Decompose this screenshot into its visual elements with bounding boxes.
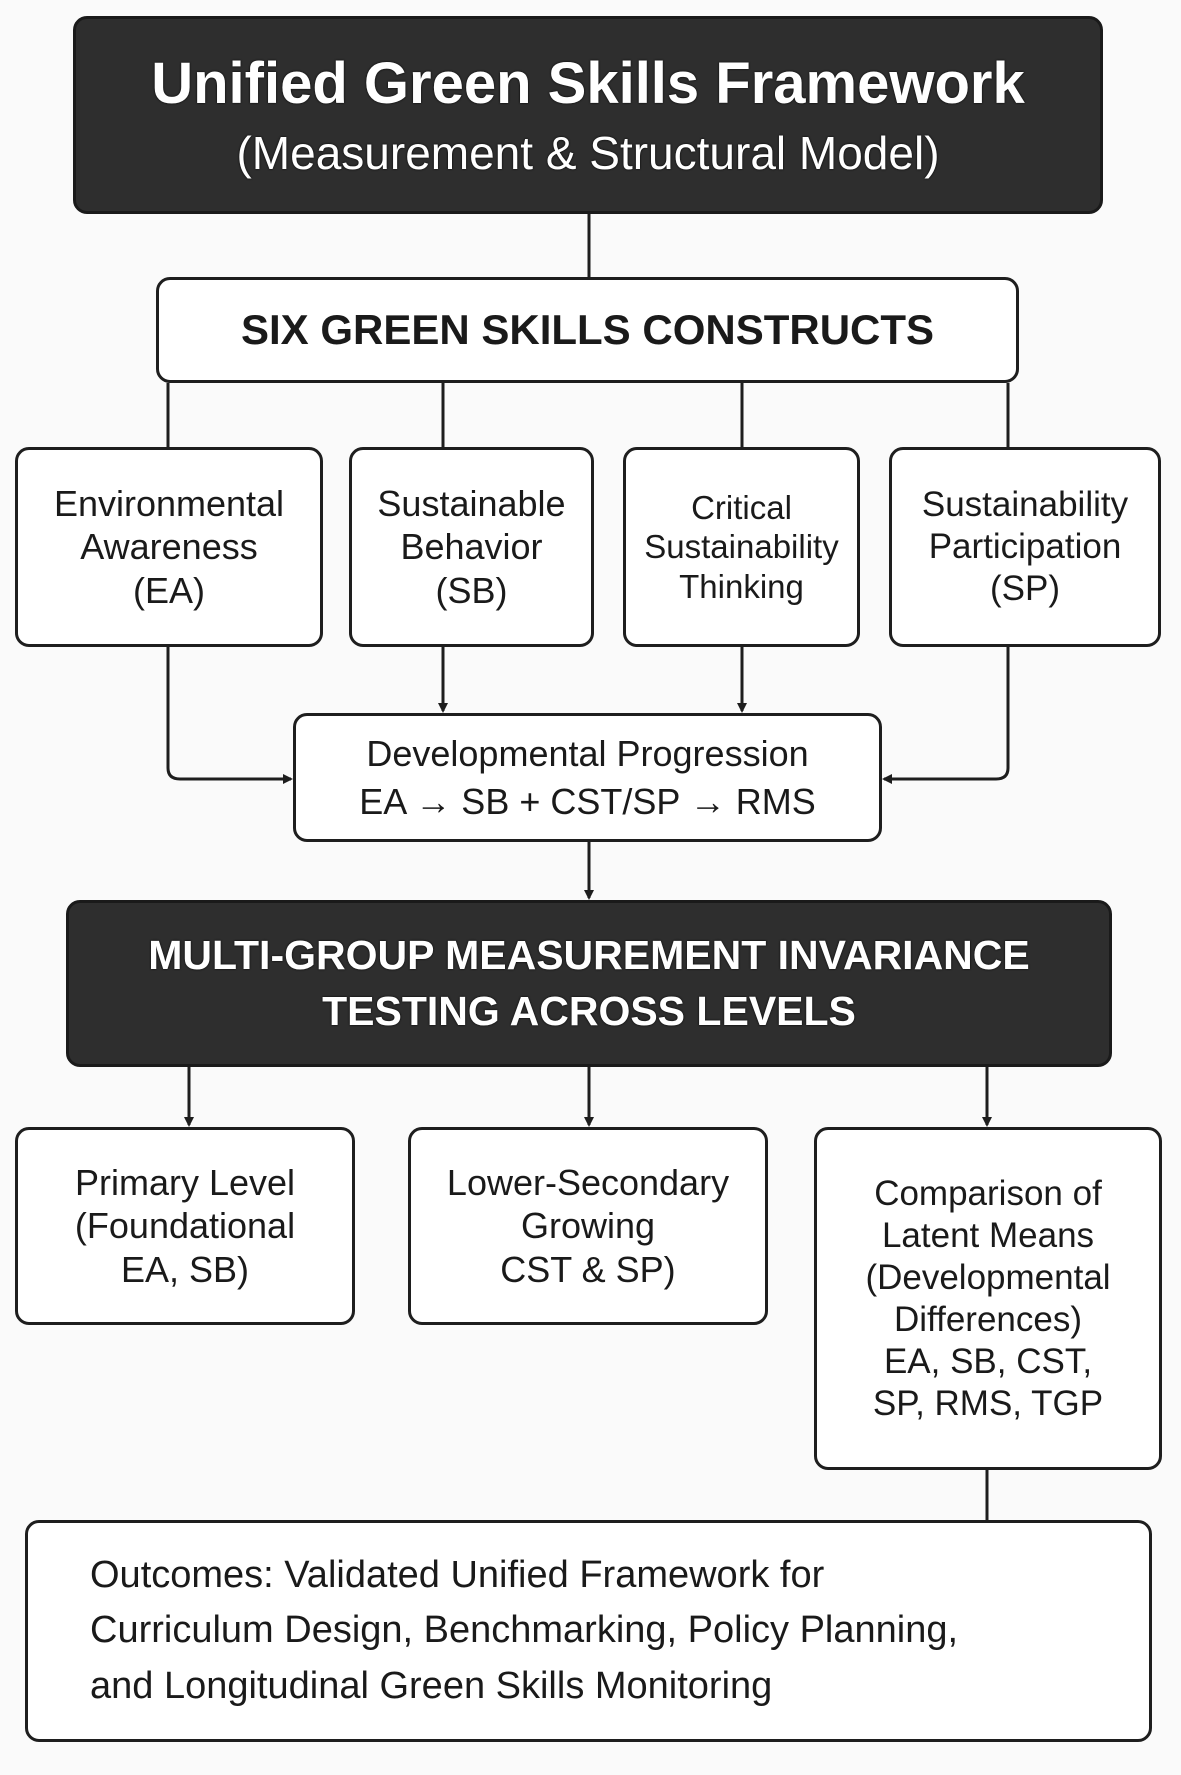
level-line: Comparison of [874, 1173, 1102, 1213]
construct-line: (EA) [133, 569, 205, 611]
outcomes-line: Outcomes: Validated Unified Framework fo… [90, 1554, 825, 1597]
constructs-heading-box: SIX GREEN SKILLS CONSTRUCTS [156, 277, 1019, 383]
lower-secondary-box: Lower-Secondary Growing CST & SP) [408, 1127, 768, 1325]
outcomes-line: Curriculum Design, Benchmarking, Policy … [90, 1609, 959, 1652]
framework-title: Unified Green Skills Framework [151, 50, 1025, 116]
progression-title: Developmental Progression [366, 733, 809, 775]
framework-title-box: Unified Green Skills Framework (Measurem… [73, 16, 1103, 214]
construct-line: Awareness [80, 526, 258, 568]
construct-line: Thinking [679, 567, 804, 605]
construct-sp-box: Sustainability Participation (SP) [889, 447, 1161, 647]
constructs-heading: SIX GREEN SKILLS CONSTRUCTS [240, 305, 935, 353]
construct-line: Sustainability [921, 485, 1129, 524]
construct-ea-box: Environmental Awareness (EA) [15, 447, 323, 647]
outcomes-box: Outcomes: Validated Unified Framework fo… [25, 1520, 1152, 1742]
construct-line: (SP) [990, 569, 1060, 608]
arrow-sp-to-progression [882, 647, 1010, 784]
invariance-testing-box: MULTI-GROUP MEASUREMENT INVARIANCE TESTI… [66, 900, 1112, 1067]
construct-line: Participation [928, 527, 1122, 566]
level-line: (Developmental [865, 1257, 1111, 1297]
construct-sb-box: Sustainable Behavior (SB) [349, 447, 594, 647]
invariance-line: TESTING ACROSS LEVELS [322, 987, 856, 1034]
construct-line: (SB) [435, 569, 508, 611]
level-line: Primary Level [74, 1162, 296, 1204]
latent-means-comparison-box: Comparison of Latent Means (Developmenta… [814, 1127, 1162, 1470]
level-line: CST & SP) [500, 1248, 676, 1290]
level-line: Growing [520, 1205, 656, 1247]
level-line: Lower-Secondary [446, 1162, 730, 1204]
level-line: SP, RMS, TGP [872, 1383, 1104, 1423]
construct-line: Sustainable [377, 483, 566, 525]
construct-line: Environmental [53, 483, 285, 525]
level-line: (Foundational [74, 1205, 296, 1247]
arrow-ea-to-progression [166, 647, 293, 784]
invariance-line: MULTI-GROUP MEASUREMENT INVARIANCE [148, 932, 1030, 979]
level-line: Latent Means [881, 1215, 1095, 1255]
level-line: EA, SB, CST, [883, 1341, 1093, 1381]
primary-level-box: Primary Level (Foundational EA, SB) [15, 1127, 355, 1325]
level-line: Differences) [893, 1299, 1083, 1339]
outcomes-line: and Longitudinal Green Skills Monitoring [90, 1664, 773, 1707]
level-line: EA, SB) [120, 1248, 250, 1290]
progression-formula: EA → SB + CST/SP → RMS [359, 780, 816, 822]
progression-box: Developmental Progression EA → SB + CST/… [293, 713, 882, 842]
framework-subtitle: (Measurement & Structural Model) [236, 127, 940, 180]
construct-line: Critical [691, 488, 792, 526]
construct-cst-box: Critical Sustainability Thinking [623, 447, 860, 647]
construct-line: Sustainability [644, 528, 839, 566]
construct-line: Behavior [400, 526, 543, 568]
